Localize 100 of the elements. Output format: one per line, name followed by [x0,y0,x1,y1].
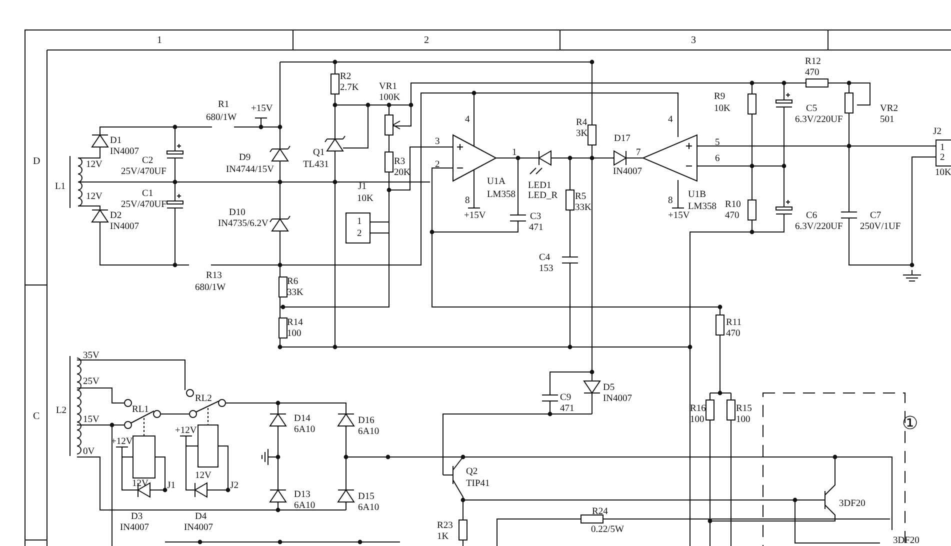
component-label: D15 [358,492,374,502]
component-label: D17 [614,134,630,144]
value-label: 470 [726,329,740,339]
component-label: L1 [55,182,66,192]
component-label: R23 [437,521,453,531]
component-label: D1 [110,136,122,146]
voltage-label: 12V [86,160,102,170]
component-label: RL1 [132,405,149,415]
component-label: R24 [592,507,608,517]
component-label: C4 [539,253,550,263]
grid-label: C [33,412,40,422]
pin-number: 2 [435,160,440,170]
pin-number: 6 [715,154,720,164]
pin-number: 3 [435,137,440,147]
component-label: C9 [560,393,572,403]
component-label: C5 [806,104,818,114]
component-label: C1 [142,189,154,199]
voltage-label: 25V [83,377,100,387]
component-label: U1A [487,177,506,187]
component-label: J1 [358,182,366,192]
component-label: Q2 [466,467,478,477]
component-label: R4 [576,118,588,128]
component-label: R3 [394,157,406,167]
voltage-label: +15V [464,211,486,221]
component-label: D5 [603,383,615,393]
value-label: 100K [379,93,400,103]
component-label: R5 [575,192,586,202]
value-label: 6A10 [358,503,380,513]
value-label: IN4007 [120,523,150,533]
value-label: 6A10 [358,427,380,437]
value-label: 1K [437,532,449,542]
voltage-label: 12V [195,471,212,481]
component-label: D2 [110,211,122,221]
component-label: R16 [690,404,706,414]
component-label: J2 [933,127,942,137]
value-label: 470 [805,68,820,78]
pin-number: 8 [668,196,673,206]
pin-number: 4 [465,115,470,125]
component-label: R10 [725,200,741,210]
value-label: 33K [575,203,592,213]
value-label: 25V/470UF [121,200,166,210]
component-label: J1 [167,481,176,491]
pin-number: 2 [357,229,362,239]
value-label: 33K [287,288,304,298]
pin-number: 7 [636,148,641,158]
pin-number: 5 [715,138,720,148]
voltage-label: 0V [83,447,95,457]
component-label: RL2 [195,394,212,404]
component-label: R9 [714,92,726,102]
value-label: IN4744/15V [226,165,274,175]
component-label: D13 [294,490,310,500]
value-label: 3K [576,129,588,139]
value-label: 20K [394,168,410,178]
grid-label: 3 [691,36,696,46]
value-label: 25V/470UF [121,167,166,177]
value-label: 471 [560,404,574,414]
grid-label: 2 [424,36,429,46]
voltage-label: 12V [132,479,148,489]
component-label: R15 [736,404,752,414]
pin-number: 8 [465,196,470,206]
value-label: 10K [935,168,951,178]
component-label: LED1 [528,181,552,191]
value-label: IN4007 [110,222,140,232]
value-label: LED_R [528,191,558,201]
value-label: 6A10 [294,425,316,435]
value-label: IN4007 [613,167,642,177]
value-label: TL431 [303,160,329,170]
value-label: 0.22/5W [591,525,624,535]
voltage-label: +12V [111,437,133,447]
component-label: D10 [229,208,246,218]
component-label: C3 [530,212,542,222]
component-label: D16 [358,416,374,426]
component-label: C6 [806,211,818,221]
value-label: 100 [690,415,704,425]
component-label: C7 [870,211,882,221]
value-label: IN4735/6.2V [218,219,268,229]
value-label: 6.3V/220UF [795,115,843,125]
component-label: L2 [56,406,67,416]
component-label: R12 [805,57,821,67]
value-label: 10K [357,194,374,204]
component-label: 3DF20 [893,536,920,546]
pin-number: 1 [512,148,517,158]
component-label: D14 [294,414,310,424]
grid-label: D [33,157,40,167]
grid-label: 1 [157,36,162,46]
value-label: 100 [736,415,750,425]
component-label: R2 [340,72,352,82]
component-label: R14 [287,318,303,328]
voltage-label: 12V [86,192,102,202]
pin-number: 2 [940,153,945,163]
value-label: 680/1W [195,283,226,293]
value-label: 153 [539,264,554,274]
voltage-label: +15V [668,211,690,221]
pin-number: 1 [940,143,945,153]
value-label: IN4007 [184,523,214,533]
component-label: D9 [239,153,251,163]
component-label: D3 [131,512,143,522]
value-label: 680/1W [206,113,237,123]
component-label: R13 [206,271,222,281]
value-label: 2.7K [340,83,359,93]
